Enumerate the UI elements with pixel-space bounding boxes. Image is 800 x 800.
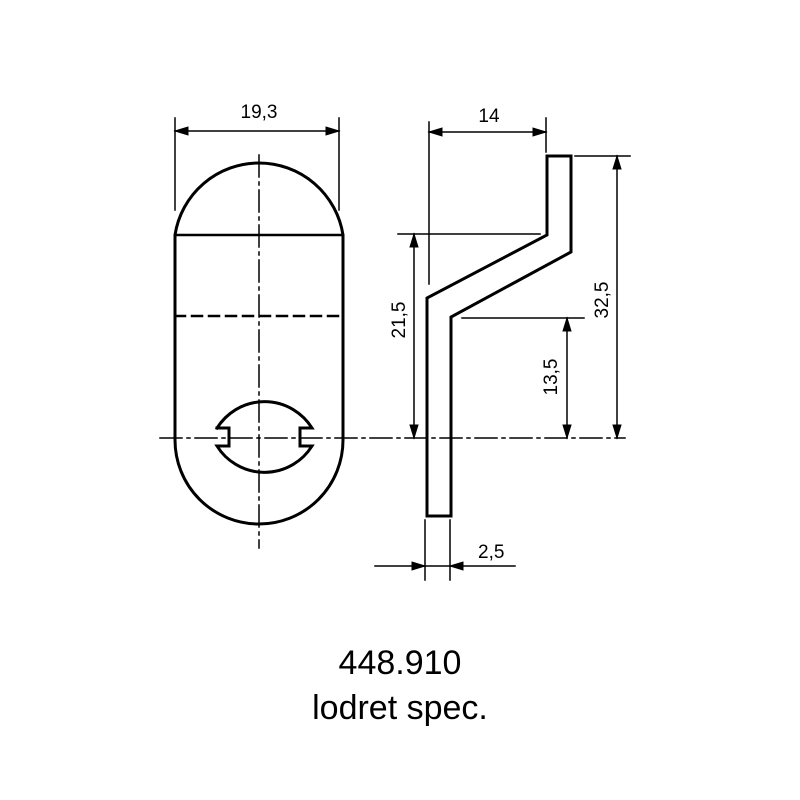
part-number: 448.910 xyxy=(338,644,462,682)
bracket-profile xyxy=(425,154,573,518)
lower-bend-height-label: 13,5 xyxy=(541,359,562,396)
side-view xyxy=(374,117,631,581)
front-view xyxy=(159,117,626,549)
keyhole-outline xyxy=(214,400,315,474)
offset-label: 14 xyxy=(478,106,500,127)
thickness-label: 2,5 xyxy=(478,542,504,563)
upper-bend-height-label: 21,5 xyxy=(389,302,410,339)
width-label: 19,3 xyxy=(241,102,278,123)
part-description: lodret spec. xyxy=(312,689,488,727)
front-outline xyxy=(173,161,345,526)
overall-height-label: 32,5 xyxy=(592,282,613,319)
